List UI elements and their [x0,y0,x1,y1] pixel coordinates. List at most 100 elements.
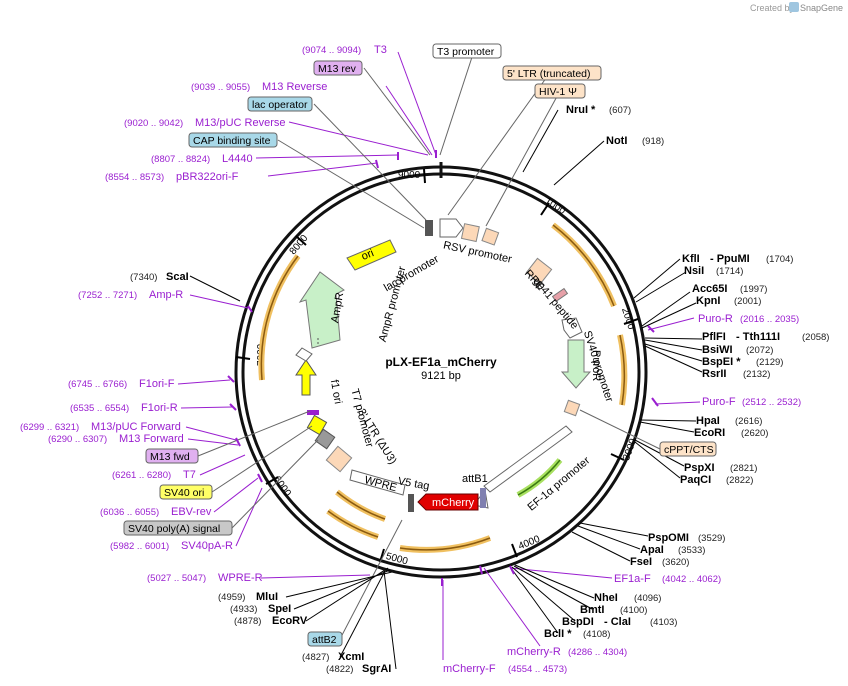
enzyme-xcmi-pos: (4827) [302,652,329,663]
enzyme-spei: SpeI [268,603,291,615]
plasmid-name: pLX-EF1a_mCherry [385,355,497,369]
snapgene-logo-icon [789,2,799,12]
enzyme-ecori: EcoRI [694,427,725,439]
primer-m13puc-fwd-name: M13/pUC Forward [91,421,181,433]
primer-f1orir-range: (6535 .. 6554) [70,403,129,414]
enzyme-mlui: MluI [256,591,278,603]
feature-sv40-promoter [561,317,583,339]
enzyme-nsii-pos: (1714) [716,266,743,277]
boxlabel-cppt [659,441,717,457]
enzyme-nhei: NheI [594,592,618,604]
primer-puror-range: (2016 .. 2035) [740,314,799,325]
primer-f1orir-name: F1ori-R [141,402,178,414]
primer-t3-range: (9074 .. 9094) [302,45,361,56]
enzyme-bsiwi: BsiWI [702,344,733,356]
feature-sv40ori [306,414,328,436]
feature-wpre-label: WPRE [363,474,398,494]
enzyme-pspomi-pos: (3529) [698,533,725,544]
tick-label-6000: 6000 [271,474,293,499]
enzyme-noti-pos: (918) [642,136,664,147]
tick-label-8000: 8000 [288,233,311,257]
primer-marks [227,150,659,586]
enzyme-bmti-pos: (4100) [620,605,647,616]
primer-t3-name: T3 [374,44,387,56]
primer-m13fwd-range: (6290 .. 6307) [48,434,107,445]
primer-puror-name: Puro-R [698,313,733,325]
enzyme-fsei: FseI [630,556,652,568]
primer-ampr-name: Amp-R [149,289,183,301]
primer-sv40par-range: (5982 .. 6001) [110,541,169,552]
feature-f1-ori [295,359,317,396]
enzyme-bmti: BmtI [580,604,604,616]
enzyme-kfli: KflI [682,253,700,265]
primer-mcherryr-range: (4286 .. 4304) [568,647,627,658]
enzyme-hpai: HpaI [696,415,720,427]
primer-purof-name: Puro-F [702,396,736,408]
enzyme-kpni: KpnI [696,295,720,307]
enzyme-bcli: BclI * [544,628,572,640]
boxlabel-5ltr [502,65,602,81]
enzyme-bspdi-pos: (4103) [650,617,677,628]
boxlabel-m13-rev [313,60,363,76]
boxlabel-m13-rev-text: M13 rev [318,63,357,75]
boxlabel-attb2 [307,631,343,647]
enzyme-pflfi: PflFI [702,331,726,343]
enzyme-tth111i: - Tth111I [736,331,780,343]
feature-3ltr [325,445,353,473]
boxlabel-t3-promoter-text: T3 promoter [437,46,495,58]
boxlabel-sv40-polya-text: SV40 poly(A) signal [128,523,220,535]
inner-features: ori PuroR mCherry WPRE [295,218,602,512]
enzyme-hpai-pos: (2616) [735,416,762,427]
feature-v5 [408,494,414,512]
enzyme-pflfi-pos: (2058) [802,332,829,343]
boxlabel-lac-operator [247,96,313,112]
feature-wpre [349,469,406,496]
feature-ori [346,239,397,271]
boxlabel-m13-fwd-text: M13 fwd [150,451,190,463]
enzyme-nrui-pos: (607) [609,105,631,116]
enzyme-bspei: BspEI * [702,356,741,368]
primer-f1orif-range: (6745 .. 6766) [68,379,127,390]
primer-m13puc-rev-range: (9020 .. 9042) [124,118,183,129]
primer-ef1af-range: (4042 .. 4062) [662,574,721,585]
orf-arcs [258,222,628,553]
primer-m13fwd-name: M13 Forward [119,433,184,445]
enzyme-rsrii: RsrII [702,368,726,380]
enzyme-ecori-pos: (2620) [741,428,768,439]
enzyme-noti: NotI [606,135,627,147]
feature-ori-label: ori [360,247,376,263]
enzyme-bspdi: BspDI [562,616,594,628]
primer-ampr-range: (7252 .. 7271) [78,290,137,301]
enzyme-labels: NruI * (607) NotI (918) KflI - PpuMI (17… [130,104,829,675]
feature-rre [525,257,553,285]
boxlabel-hiv-psi [534,83,586,99]
enzyme-sgrai: SgrAI [362,663,391,675]
feature-ampr-label: AmpR [329,292,346,324]
primer-mcherryr-name: mCherry-R [507,646,561,658]
enzyme-rsrii-pos: (2132) [743,369,770,380]
boxlabel-5ltr-text: 5' LTR (truncated) [507,68,591,80]
primer-purof-range: (2512 .. 2532) [742,397,801,408]
feature-lac-block [425,220,433,236]
feature-mcherry-label: mCherry [432,497,475,509]
enzyme-paqci: PaqCI [680,474,711,486]
feature-cppt [563,399,581,417]
tick-label-1000: 1000 [543,196,568,218]
primer-mcherryf-range: (4554 .. 4573) [508,664,567,675]
enzyme-pspxi-pos: (2821) [730,463,757,474]
enzyme-kfli-pos: (1704) [766,254,793,265]
feature-sv40-promoter-label: SV40 promoter [581,329,615,403]
enzyme-fsei-pos: (3620) [662,557,689,568]
primer-pbr322-name: pBR322ori-F [176,171,239,183]
boxlabel-m13-fwd [145,448,199,464]
feature-ampr-promoter [295,347,313,362]
enzyme-pspomi: PspOMI [648,532,689,544]
enzyme-nrui: NruI * [566,104,596,116]
boxlabel-sv40-ori [159,484,213,500]
feature-psi [481,227,500,246]
tick-label-2000: 2000 [619,306,636,331]
plasmid-size: 9121 bp [421,370,461,382]
feature-mcherry [417,493,479,511]
feature-ltr5 [460,223,480,243]
enzyme-apai: ApaI [640,544,664,556]
